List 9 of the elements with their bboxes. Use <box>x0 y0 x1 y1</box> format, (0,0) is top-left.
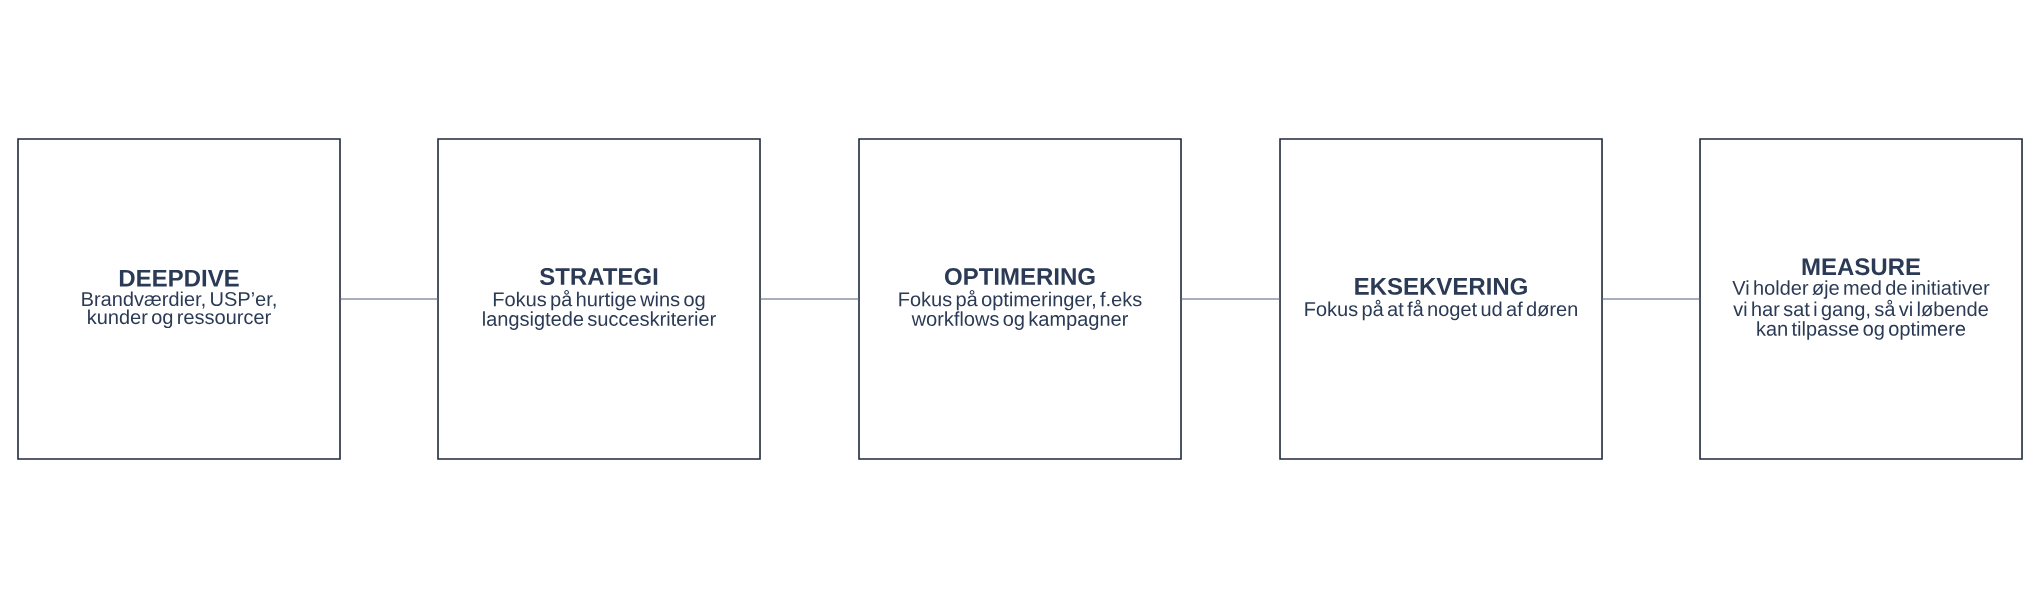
connector-line <box>340 298 438 300</box>
connector-line <box>1602 298 1700 300</box>
step-box: DEEPDIVE Brandværdier, USP’er, kunder og ressourcer <box>17 138 341 460</box>
connector-line <box>1181 298 1280 300</box>
step-box: STRATEGI Fokus på hurtige wins og langsigtede succeskriterier <box>437 138 761 460</box>
step-box: MEASURE Vi holder øje med de initiativer vi har sat i gang, så vi løbende kan tilpasse og optimere <box>1699 138 2023 460</box>
step-box: OPTIMERING Fokus på optimeringer, f.eks workflows og kampagner <box>858 138 1182 460</box>
step-box: EKSEKVERING Fokus på at få noget ud af døren <box>1279 138 1603 460</box>
connector-line <box>760 298 859 300</box>
